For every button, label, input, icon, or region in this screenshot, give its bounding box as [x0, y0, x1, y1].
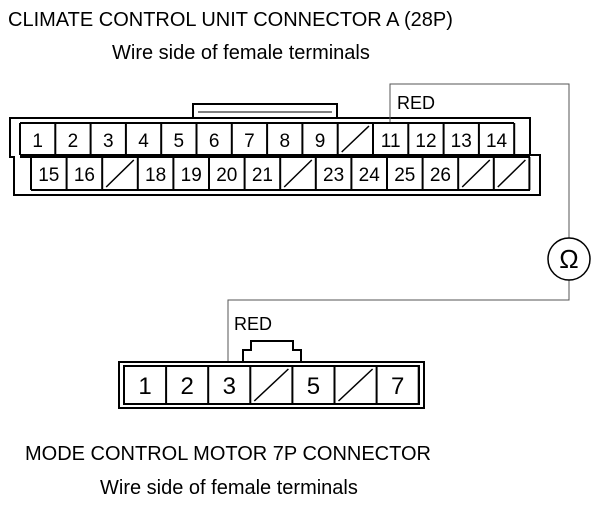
connector-a-pin-label: 7 — [244, 131, 255, 152]
connector-a-pin-label: 2 — [68, 131, 79, 152]
probe-wire-red-b — [227, 280, 570, 362]
connector-a-cell: 5 — [160, 123, 185, 155]
connector-a-pin-label: 9 — [315, 131, 326, 152]
connector-a-latch — [192, 103, 338, 118]
connector-a-pin-label: 24 — [359, 165, 381, 186]
connector-b-housing — [118, 361, 425, 409]
ohmmeter: Ω — [547, 237, 591, 281]
connector-a-cell: 21 — [243, 157, 273, 190]
connector-a-pin-label: 20 — [216, 165, 237, 186]
connector-a-pin-label: 11 — [381, 131, 401, 152]
connector-a-cell — [279, 157, 313, 190]
connector-a-cell: 1 — [19, 123, 43, 155]
connector-a-pin-label: 16 — [74, 165, 95, 186]
connector-a-cell: 8 — [266, 123, 290, 155]
connector-a-cell: 2 — [54, 123, 79, 155]
connector-a-pin-label: 13 — [451, 131, 472, 152]
connector-a-pin-label: 6 — [209, 131, 220, 152]
connector-b-subtitle: Wire side of female terminals — [100, 477, 358, 499]
connector-a-cell — [336, 123, 370, 155]
connector-b-cell: 1 — [123, 366, 152, 404]
connector-a-pin-label: 14 — [486, 131, 508, 152]
empty-terminal-slash — [337, 368, 374, 402]
connector-a-cell: 7 — [230, 123, 255, 155]
probe-wire-red-a — [389, 83, 570, 238]
connector-a-cell — [492, 157, 526, 190]
connector-a-pin-label: 3 — [103, 131, 114, 152]
connector-a-cell: 25 — [386, 157, 415, 190]
connector-b-probe-label: RED — [234, 314, 272, 334]
empty-terminal-slash — [105, 159, 135, 188]
connector-a-pin-label: 19 — [181, 165, 202, 186]
connector-a-pin-label: 23 — [323, 165, 344, 186]
connector-a-pin-label: 5 — [174, 131, 185, 152]
connector-a-title: CLIMATE CONTROL UNIT CONNECTOR A (28P) — [8, 9, 453, 31]
empty-terminal-slash — [253, 368, 289, 402]
connector-a-pin-label: 18 — [145, 165, 166, 186]
connector-b-title: MODE CONTROL MOTOR 7P CONNECTOR — [25, 443, 431, 465]
connector-a-pin-label: 4 — [138, 131, 149, 152]
empty-terminal-slash — [497, 159, 526, 188]
connector-a-pin-label: 26 — [430, 165, 451, 186]
connector-a-cell: 20 — [208, 157, 237, 190]
connector-b-cell: 2 — [165, 366, 194, 404]
connector-b: 1 2 3 5 7 — [118, 340, 425, 409]
connector-a-cell: 15 — [30, 157, 59, 190]
connector-a-cell — [457, 157, 491, 190]
connector-a-cell: 6 — [195, 123, 220, 155]
connector-b-cell: 3 — [207, 366, 236, 404]
connector-a-cell: 11 — [372, 123, 401, 155]
connector-b-pin-label: 5 — [307, 373, 320, 400]
connector-a-cell: 4 — [124, 123, 149, 155]
connector-a-probe-label: RED — [397, 93, 435, 113]
connector-a-cell: 14 — [477, 123, 508, 155]
connector-a-cell: 13 — [442, 123, 472, 155]
ohm-symbol: Ω — [559, 244, 578, 274]
connector-a-pin-label: 15 — [38, 165, 59, 186]
connector-a-housing — [9, 117, 541, 196]
connector-b-cell: 7 — [375, 366, 404, 404]
connector-b-pin-label: 2 — [180, 373, 193, 400]
connector-b-pin-label: 3 — [223, 373, 236, 400]
connector-a-pin-label: 21 — [252, 165, 273, 186]
empty-terminal-slash — [283, 159, 313, 188]
empty-terminal-slash — [461, 159, 491, 188]
connector-a-cell: 23 — [314, 157, 344, 190]
connector-a-pin-label: 12 — [415, 131, 436, 152]
connector-a-cell: 19 — [172, 157, 202, 190]
connector-a-cell — [101, 157, 135, 190]
empty-terminal-slash — [341, 125, 370, 153]
connector-a-cell: 26 — [421, 157, 451, 190]
connector-a-pin-label: 8 — [279, 131, 290, 152]
connector-a-cell: 18 — [136, 157, 166, 190]
connector-a-pin-label: 25 — [394, 165, 415, 186]
connector-b-pin-label: 1 — [138, 373, 151, 400]
connector-a-subtitle: Wire side of female terminals — [112, 42, 370, 64]
connector-b-row: 1 2 3 5 7 — [123, 366, 420, 404]
connector-a-cell: 3 — [89, 123, 114, 155]
connector-a-cell: 16 — [65, 157, 95, 190]
connector-a-pin-label: 1 — [32, 131, 43, 152]
connector-b-pin-label: 7 — [391, 373, 404, 400]
ohmmeter-icon — [547, 237, 591, 281]
connector-b-latch — [242, 340, 302, 362]
connector-a-cell: 12 — [407, 123, 437, 155]
connector-b-cell: 5 — [291, 366, 320, 404]
connector-b-cell — [333, 366, 374, 404]
connector-a-cell: 9 — [301, 123, 326, 155]
connector-a-cell: 24 — [350, 157, 381, 190]
connector-b-cell — [249, 366, 289, 404]
connector-a-row2: 15 16 18 19 20 21 23 24 25 26 — [30, 157, 531, 190]
